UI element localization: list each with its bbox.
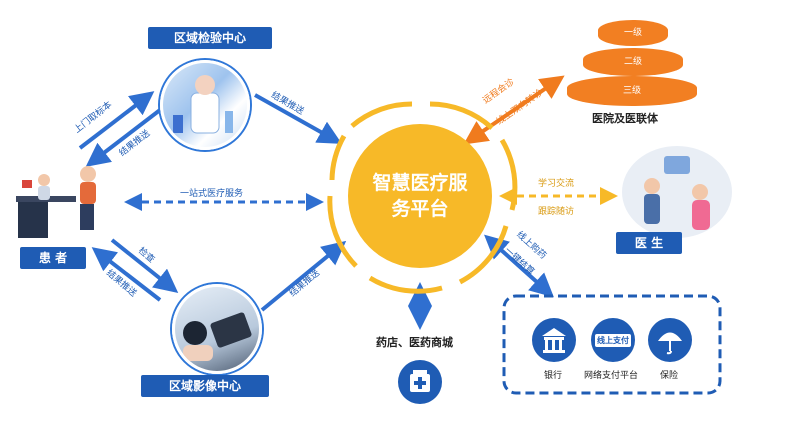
doctor-illustration xyxy=(622,146,732,238)
pharmacy-label: 药店、医药商城 xyxy=(376,336,453,349)
arrow-center-hospitals xyxy=(463,75,565,145)
arrow-imaging-center xyxy=(260,240,347,312)
lab-photo xyxy=(160,60,250,150)
edge-center-doctor-2: 跟踪随访 xyxy=(538,207,575,217)
online-pay-badge: 线上支付 xyxy=(595,333,631,347)
bank-label: 银行 xyxy=(544,371,563,381)
arrow-patient-lab xyxy=(78,91,155,150)
online-platform-label: 网络支付平台 xyxy=(584,371,639,381)
center-platform: 智慧医疗服 务平台 xyxy=(348,124,492,268)
payment-box xyxy=(502,294,722,395)
arrow-lab-center xyxy=(254,93,342,144)
tier-1: 一级 xyxy=(598,20,668,46)
imaging-label: 区域影像中心 xyxy=(141,375,269,397)
edge-center-doctor-1: 学习交流 xyxy=(538,179,575,189)
center-title-line2: 务平台 xyxy=(391,198,449,220)
patient-illustration xyxy=(14,160,114,240)
bank-icon xyxy=(532,318,576,362)
hospitals-label: 医院及医联体 xyxy=(592,112,658,125)
tier-2-label: 二级 xyxy=(623,57,642,67)
lab-label: 区域检验中心 xyxy=(148,27,272,49)
tier-2: 二级 xyxy=(583,48,683,76)
pharmacy-icon xyxy=(398,360,442,404)
edge-patient-center: 一站式医疗服务 xyxy=(180,189,244,199)
doctor-label: 医 生 xyxy=(616,232,682,254)
tier-1-label: 一级 xyxy=(623,28,642,38)
tier-3-label: 三级 xyxy=(622,86,641,96)
umbrella-icon xyxy=(648,318,692,362)
center-ring xyxy=(327,101,518,294)
center-title-line1: 智慧医疗服 xyxy=(372,172,468,194)
patient-label: 患 者 xyxy=(20,247,86,269)
imaging-photo xyxy=(172,284,262,374)
arrow-lab-patient xyxy=(85,108,162,167)
tier-3: 三级 xyxy=(567,76,697,106)
online-pay-icon: 线上支付 xyxy=(591,318,635,362)
arrow-center-payment xyxy=(484,234,554,298)
insurance-label: 保险 xyxy=(660,371,679,381)
arrow-imaging-patient xyxy=(91,247,162,302)
arrow-patient-imaging xyxy=(110,238,179,293)
